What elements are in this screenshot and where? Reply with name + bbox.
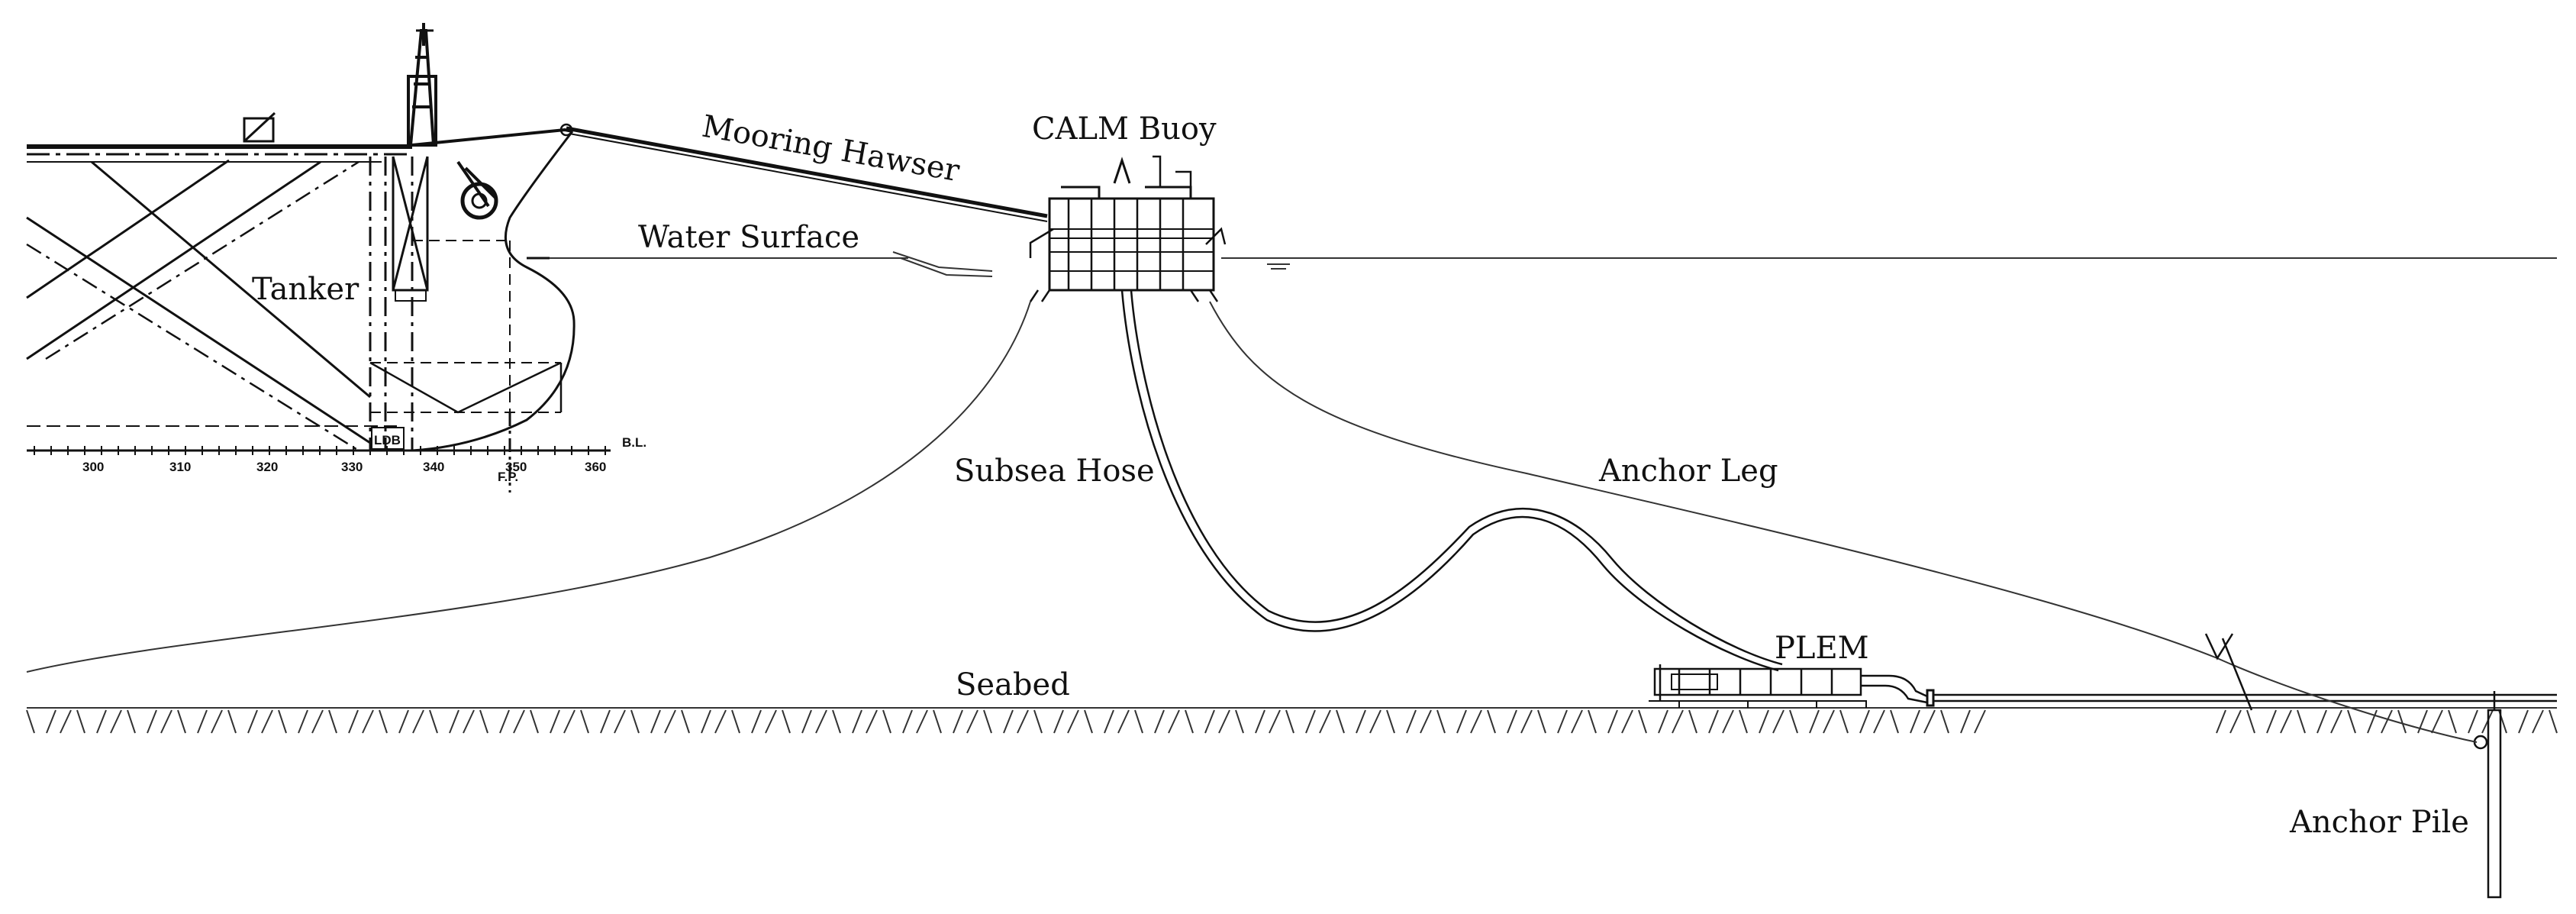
anchor-leg-label: Anchor Leg xyxy=(1598,454,1778,489)
baseline-label: B.L. xyxy=(622,435,646,450)
seabed-line xyxy=(26,707,2558,734)
anchor-pile-label: Anchor Pile xyxy=(2289,805,2469,840)
anchor-pile xyxy=(2204,633,2502,899)
station-tick-label: 350 xyxy=(505,460,527,474)
water-surface-line xyxy=(527,251,2557,277)
station-tick-label: 330 xyxy=(341,460,363,474)
tanker-hull xyxy=(26,23,611,493)
plem-label: PLEM xyxy=(1775,631,1869,666)
calm-buoy-label: CALM Buoy xyxy=(1032,111,1217,147)
tanker-mast xyxy=(407,23,437,147)
mooring-hawser-line xyxy=(559,123,1048,222)
seabed-label: Seabed xyxy=(956,667,1070,702)
station-tick-label: 340 xyxy=(423,460,444,474)
station-tick-label: 310 xyxy=(169,460,191,474)
station-tick-label: 320 xyxy=(256,460,278,474)
anchor-leg-left xyxy=(26,301,1031,673)
station-ticks: 300 310 320 330 340 350 360 xyxy=(82,460,606,474)
calm-buoy-body xyxy=(1029,155,1227,302)
subsea-hose-line xyxy=(1120,289,1783,672)
water-surface-label: Water Surface xyxy=(638,220,859,255)
anchor-leg-right xyxy=(1209,301,2218,659)
forward-perpendicular-label: F.P. xyxy=(498,470,518,484)
subsea-hose-label: Subsea Hose xyxy=(954,454,1155,489)
ldb-label: LDB xyxy=(374,433,401,447)
station-tick-label: 300 xyxy=(82,460,104,474)
plem-manifold xyxy=(1649,664,2557,708)
tanker-label: Tanker xyxy=(252,272,359,307)
station-tick-label: 360 xyxy=(585,460,606,474)
